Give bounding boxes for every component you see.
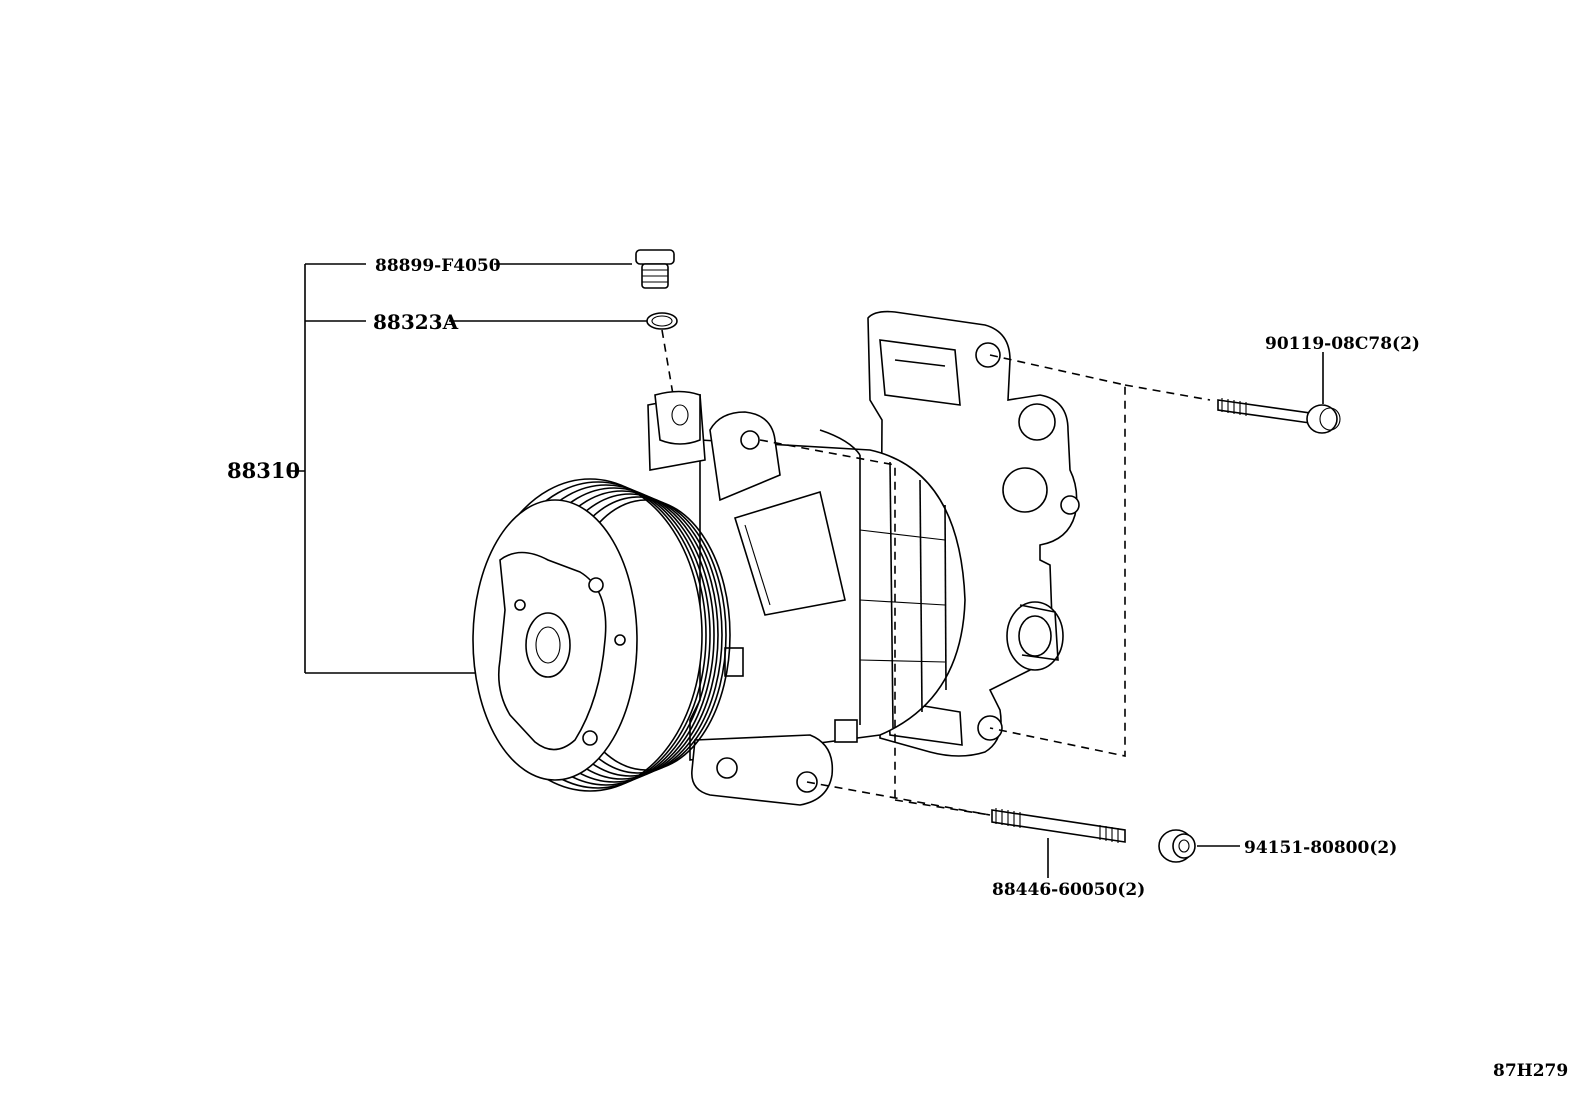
oil-plug-icon [635, 249, 675, 289]
o-ring-icon [646, 312, 678, 330]
compressor-icon [472, 310, 1080, 806]
figure-code: 87H279 [1493, 1061, 1568, 1081]
stud-part-number: 88446-60050(2) [992, 880, 1145, 900]
bolt-part-number: 90119-08C78(2) [1265, 334, 1420, 354]
o-ring-part-number: 88323A [373, 310, 459, 334]
compressor-part-number: 88310 [227, 458, 300, 483]
nut-icon [1158, 829, 1196, 863]
assembly-bracket [288, 263, 487, 674]
oil-plug-part-number: 88899-F4050 [375, 256, 501, 276]
stud-icon [991, 808, 1126, 843]
bolt-icon [1217, 398, 1341, 434]
nut-part-number: 94151-80800(2) [1244, 838, 1397, 858]
alignment-lines [759, 354, 1211, 816]
